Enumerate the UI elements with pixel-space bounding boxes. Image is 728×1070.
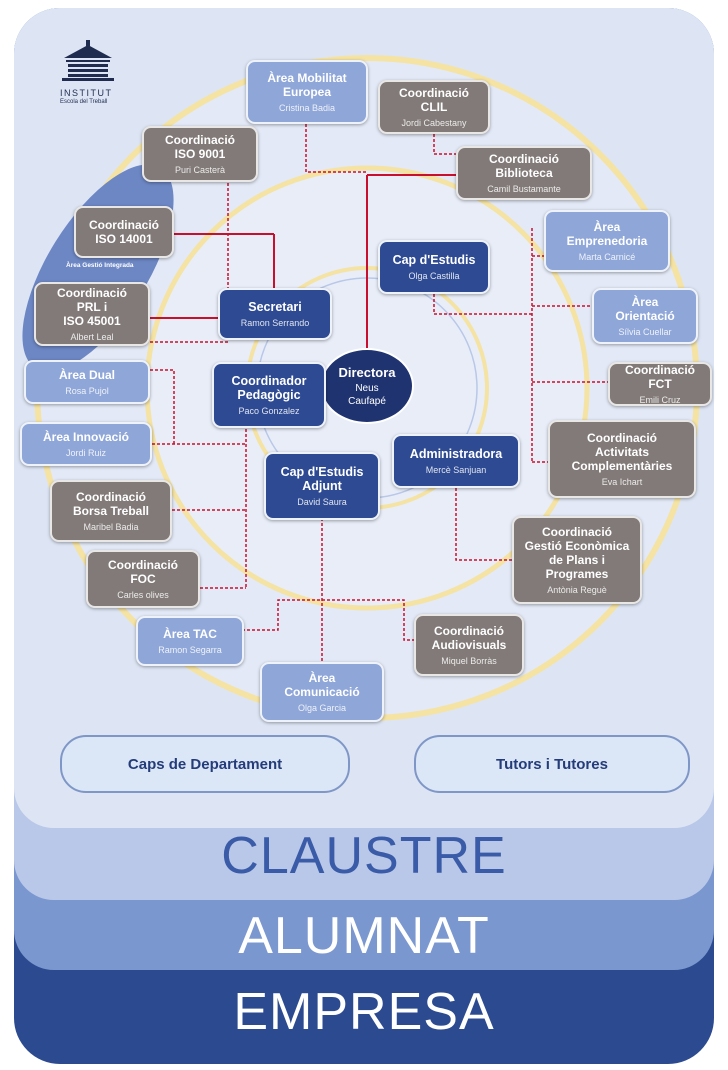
directora-title: Directora <box>338 364 396 380</box>
box-person: Jordi Ruiz <box>65 447 106 458</box>
solid-connectors <box>150 174 462 350</box>
box-person: Albert Leal <box>70 331 114 342</box>
box-secretari: Secretari Ramon Serrando <box>218 288 332 340</box>
box-coord-fct: Coordinació FCT Emili Cruz <box>608 362 712 406</box>
box-title: Àrea Dual <box>58 367 116 382</box>
logo-subtitle: Escola del Treball <box>60 99 108 105</box>
box-title: Àrea Innovació <box>42 429 130 444</box>
box-coord-clil: Coordinació CLIL Jordi Cabestany <box>378 80 490 134</box>
box-coord-biblioteca: Coordinació Biblioteca Camil Bustamante <box>456 146 592 200</box>
box-person: Carles olives <box>117 589 169 600</box>
box-person: Olga Castilla <box>408 270 460 281</box>
box-title: Cap d'Estudis Adjunt <box>280 464 364 493</box>
box-title: Administradora <box>409 446 503 461</box>
box-title: Coordinació Borsa Treball <box>72 489 150 518</box>
box-area-innovacio: Àrea Innovació Jordi Ruiz <box>20 422 152 466</box>
band-label-claustre: CLAUSTRE <box>221 827 507 885</box>
box-person: Emili Cruz <box>639 394 681 405</box>
box-person: Sílvia Cuellar <box>618 326 672 337</box>
box-area-orientacio: Àrea Orientació Sílvia Cuellar <box>592 288 698 344</box>
box-person: Olga Garcia <box>297 702 347 713</box>
box-area-dual: Àrea Dual Rosa Pujol <box>24 360 150 404</box>
directora-person: Neus Caufapé <box>348 382 386 407</box>
box-title: Secretari <box>248 299 302 314</box>
box-area-tac: Àrea TAC Ramon Segarra <box>136 616 244 666</box>
box-coord-foc: Coordinació FOC Carles olives <box>86 550 200 608</box>
box-person: Paco Gonzalez <box>238 405 300 416</box>
box-cap-estudis: Cap d'Estudis Olga Castilla <box>378 240 490 294</box>
box-person: Cristina Badia <box>278 102 336 113</box>
box-title: Coordinació PRL i ISO 45001 <box>56 285 127 328</box>
box-title: Coordinació Activitats Complementàries <box>571 430 673 473</box>
box-title: Àrea Emprenedoria <box>566 219 648 248</box>
dashed-connectors <box>150 124 608 662</box>
box-title: Àrea Mobilitat Europea <box>267 70 347 99</box>
box-coord-activitats: Coordinació Activitats Complementàries E… <box>548 420 696 498</box>
box-title: Àrea Orientació <box>615 294 675 323</box>
box-person: Marta Carnicé <box>578 251 636 262</box>
box-person: Maribel Badia <box>83 521 139 532</box>
box-person: Ramon Serrando <box>240 317 310 328</box>
box-area-emprenedoria: Àrea Emprenedoria Marta Carnicé <box>544 210 670 272</box>
band-label-empresa: EMPRESA <box>233 983 495 1041</box>
box-area-mobilitat: Àrea Mobilitat Europea Cristina Badia <box>246 60 368 124</box>
box-person: Antònia Reguè <box>547 584 607 595</box>
box-coord-gestio: Coordinació Gestió Econòmica de Plans i … <box>512 516 642 604</box>
box-title: Coordinació ISO 9001 <box>164 132 235 161</box>
box-title: Coordinació FCT <box>624 362 695 391</box>
box-coord-iso14001: Coordinació ISO 14001 <box>74 206 174 258</box>
pill-tutors: Tutors i Tutores <box>414 735 690 793</box>
box-coord-iso9001: Coordinació ISO 9001 Puri Casterà <box>142 126 258 182</box>
box-title: Àrea Comunicació <box>284 670 360 699</box>
box-coord-pedagogic: Coordinador Pedagògic Paco Gonzalez <box>212 362 326 428</box>
box-person: Jordi Cabestany <box>401 117 467 128</box>
box-person: Miquel Borràs <box>441 655 497 666</box>
box-person: Rosa Pujol <box>65 385 109 396</box>
box-cap-estudis-adjunt: Cap d'Estudis Adjunt David Saura <box>264 452 380 520</box>
box-person: David Saura <box>297 496 347 507</box>
box-person: Camil Bustamante <box>487 183 561 194</box>
box-person: Eva Ichart <box>601 476 643 487</box>
pill-caps-departament: Caps de Departament <box>60 735 350 793</box>
box-area-comunicacio: Àrea Comunicació Olga Garcia <box>260 662 384 722</box>
box-coord-prl: Coordinació PRL i ISO 45001 Albert Leal <box>34 282 150 346</box>
logo-name: INSTITUT <box>60 88 113 98</box>
box-person: Puri Casterà <box>174 164 226 175</box>
box-person: Ramon Segarra <box>158 644 222 655</box>
institut-logo: INSTITUT Escola del Treball <box>60 40 116 105</box>
area-gestio-integrada-label: Àrea Gestió Integrada <box>66 262 134 269</box>
box-title: Cap d'Estudis <box>392 252 476 267</box>
box-title: Coordinació Audiovisuals <box>431 623 507 652</box>
box-title: Coordinació Gestió Econòmica de Plans i … <box>524 524 630 581</box>
band-label-alumnat: ALUMNAT <box>238 907 490 965</box>
box-title: Coordinador Pedagògic <box>231 373 307 402</box>
box-title: Coordinació CLIL <box>398 85 469 114</box>
box-coord-audiovisuals: Coordinació Audiovisuals Miquel Borràs <box>414 614 524 676</box>
box-person: Mercè Sanjuan <box>425 464 487 475</box>
box-coord-borsa: Coordinació Borsa Treball Maribel Badia <box>50 480 172 542</box>
box-title: Àrea TAC <box>163 626 217 641</box>
box-administradora: Administradora Mercè Sanjuan <box>392 434 520 488</box>
box-title: Coordinació FOC <box>107 557 178 586</box>
box-title: Coordinació Biblioteca <box>488 151 559 180</box>
directora-circle: Directora Neus Caufapé <box>320 348 414 424</box>
building-logo-icon <box>62 40 114 81</box>
box-title: Coordinació ISO 14001 <box>88 218 159 246</box>
